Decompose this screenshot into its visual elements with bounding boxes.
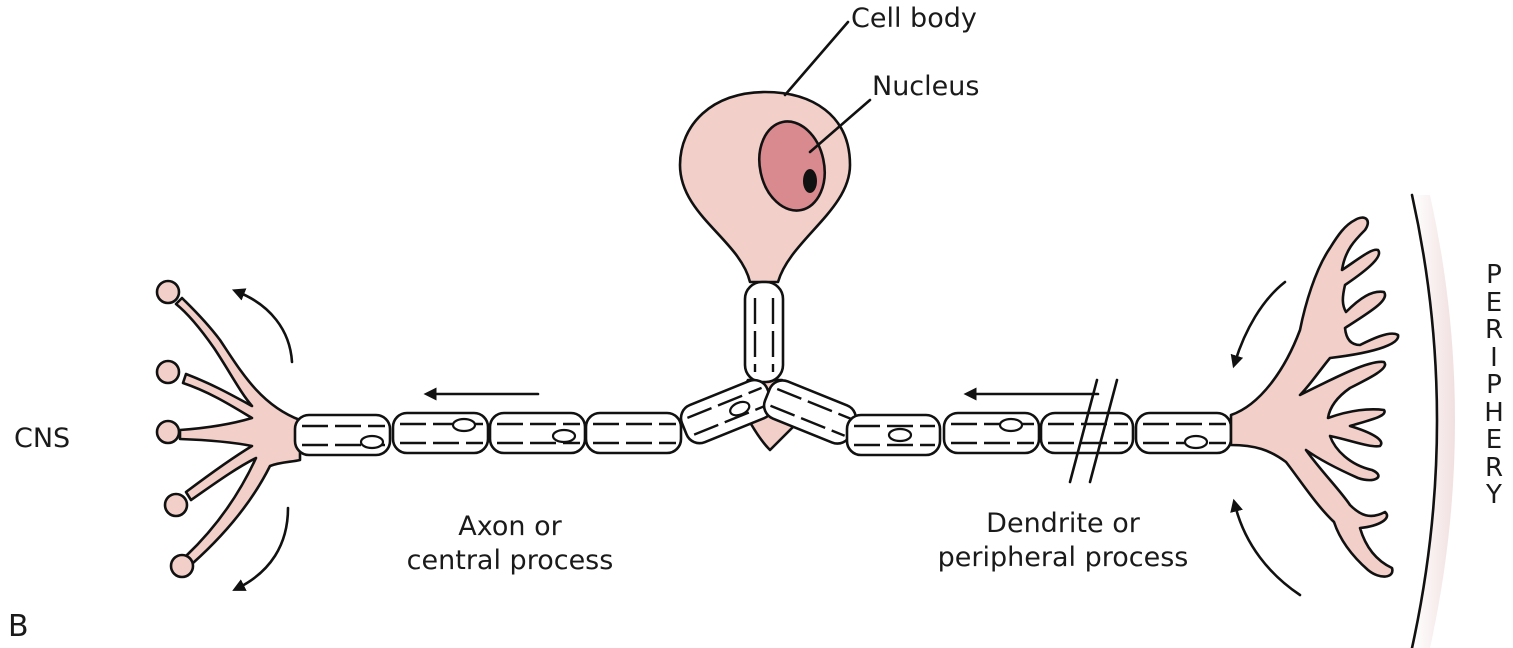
axon-terminals bbox=[157, 281, 300, 577]
periphery-boundary bbox=[1412, 195, 1455, 648]
periphery-letter: R bbox=[1479, 455, 1509, 483]
periphery-letter: P bbox=[1479, 372, 1509, 400]
periphery-letter: Y bbox=[1479, 482, 1509, 510]
cell-body-label: Cell body bbox=[851, 2, 977, 36]
axon-label-line1: Axon or bbox=[380, 510, 640, 544]
dendrite-label-line2: peripheral process bbox=[918, 541, 1208, 575]
periphery-letter: E bbox=[1479, 427, 1509, 455]
periphery-letter: H bbox=[1479, 400, 1509, 428]
dendrite-myelin-segments bbox=[760, 376, 1231, 482]
nucleus-label: Nucleus bbox=[872, 70, 979, 104]
periphery-letter: I bbox=[1479, 345, 1509, 373]
periphery-letter: P bbox=[1479, 262, 1509, 290]
periphery-letter: E bbox=[1479, 290, 1509, 318]
dendrite-label-line1: Dendrite or bbox=[918, 507, 1208, 541]
cns-label: CNS bbox=[14, 422, 70, 456]
panel-label: B bbox=[8, 610, 29, 644]
nucleolus bbox=[803, 169, 817, 193]
axon-myelin-segments bbox=[295, 376, 777, 455]
dendrite-label: Dendrite or peripheral process bbox=[918, 507, 1208, 575]
periphery-letter: R bbox=[1479, 317, 1509, 345]
cell-body bbox=[680, 92, 850, 282]
stalk-myelin bbox=[745, 282, 783, 382]
cell-body-leader bbox=[785, 22, 848, 95]
axon-label-line2: central process bbox=[380, 544, 640, 578]
dendritic-tree bbox=[1231, 218, 1398, 577]
axon-label: Axon or central process bbox=[380, 510, 640, 578]
